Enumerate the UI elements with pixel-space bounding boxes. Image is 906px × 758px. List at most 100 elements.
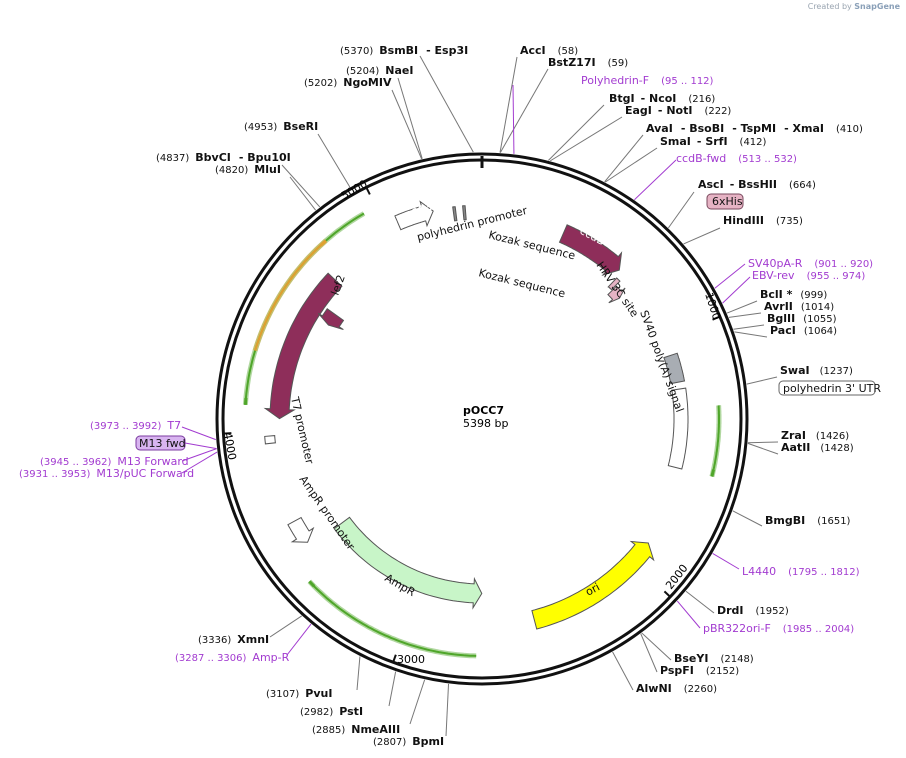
leader-line-23 [641,632,672,661]
svg-text:(4820)MluI: (4820)MluI [215,163,281,176]
svg-text:(5204)NaeI: (5204)NaeI [346,64,413,77]
bseyi-pos: (2148) [720,654,753,665]
svg-text:BseYI(2148): BseYI(2148) [674,652,754,665]
svg-text:BglII(1055): BglII(1055) [767,312,837,325]
leader-line-15 [728,312,762,318]
bpmi-label: BpmI [412,735,444,748]
svg-text:BclI *(999): BclI *(999) [760,288,827,301]
label-ori: ori [583,580,602,598]
svg-text:BmgBI(1651): BmgBI (1651) [765,514,851,527]
xmai-label: XmaI [793,122,824,135]
avrii-pos: (1014) [801,302,834,313]
l4440-label: L4440 [742,565,776,578]
svg-text:(4953)BseRI: (4953)BseRI [244,120,318,133]
ncoi-label: NcoI [649,92,676,105]
svg-text:(3973 .. 3992)T7: (3973 .. 3992)T7 [90,419,181,432]
leader-line-12 [668,191,695,229]
asci-pos: (664) [789,180,816,191]
hindiii-pos: (735) [776,216,803,227]
ring-tick-3000 [392,654,397,663]
leader-line-18 [746,376,778,385]
feature-polyhedrin-3-utr-6 [667,387,689,470]
paci-pos: (1064) [804,326,837,337]
svg-text:(5202)NgoMIV: (5202) NgoMIV [304,76,392,89]
plasmid-size: 5398 bp [463,417,508,430]
pspfi-label: PspFI [660,664,694,677]
leader-line-35 [712,553,740,570]
orf-line-2 [308,580,477,657]
leader-line-31 [512,84,515,154]
leader-line-17 [734,331,768,338]
leader-line-21 [732,510,763,527]
drdi-pos: (1952) [756,606,789,617]
leader-line-34 [722,276,751,304]
svg-text:SwaI(1237): SwaI(1237) [780,364,853,377]
svg-text:(2885)NmeAIII: (2885)NmeAIII [312,723,400,736]
svg-text:PacI(1064): PacI (1064) [770,324,837,337]
leader-line-28 [388,671,397,707]
plasmid-backbone [215,152,749,686]
credit-line: Created by SnapGene [808,2,900,11]
svg-text:BstZ17I(59): BstZ17I(59) [548,56,628,69]
credit-prefix: Created by [807,2,852,11]
svg-text:ZraI(1426): ZraI(1426) [781,429,849,442]
leader-line-38 [181,426,216,441]
m13-puc-forward-pos: (3931 .. 3953) [19,469,91,480]
svg-text:(4837)BbvCI- Bpu10I: (4837)BbvCI- Bpu10I [156,151,291,164]
leader-line-3 [317,133,351,188]
ebv-rev-label: EBV-rev [752,269,795,282]
ebv-rev-pos: (955 .. 974) [807,271,866,282]
leader-line-14 [726,300,758,314]
leader-line-5 [289,176,317,211]
label-t7-promoter: T7 promoter [288,395,316,466]
paci-label: PacI [770,324,796,337]
esp3i-label: Esp3I [435,44,469,57]
m13fwd-box [135,435,186,451]
avai-pos: (410) [836,124,863,135]
xmni-pos: (3336) [198,635,231,646]
amp-r-pos: (3287 .. 3306) [175,653,247,664]
asci-label: AscI [698,178,724,191]
bsobi-label: BsoBI [689,122,724,135]
leader-line-6 [499,56,518,153]
leader-line-9 [549,116,623,162]
tick-label-5000: 5000 [339,177,370,202]
svg-text:HindIII(735): HindIII (735) [723,214,803,227]
bmgbi-label: BmgBI [765,514,805,527]
psti-pos: (2982) [300,707,333,718]
amp-r-label: Amp-R [252,651,289,664]
leader-line-39 [184,442,217,450]
feature-kozak-sequence-12 [452,206,458,222]
feature-layer [263,200,689,630]
feature-ampr-8 [333,516,483,610]
tick-label-3000: 3000 [397,653,425,666]
plasmid-name: pOCC7 [463,404,504,417]
bcli-pos: (999) [800,290,827,301]
hindiii-label: HindIII [723,214,764,227]
ngomiv-label: NgoMIV [343,76,392,89]
avai-label: AvaI [646,122,673,135]
leader-line-36 [676,600,701,629]
naei-label: NaeI [385,64,413,77]
leader-line-0 [419,55,474,153]
label-kozak-2: Kozak sequence [477,266,567,300]
srfi-label: SrfI [705,135,727,148]
bmgbi-pos: (1651) [817,516,850,527]
svg-text:(2982)PstI: (2982)PstI [300,705,363,718]
svg-text:(3945 .. 3962)M13 Forward: (3945 .. 3962)M13 Forward [40,455,189,468]
aatii-label: AatII [781,441,810,454]
t7-label: T7 [166,419,181,432]
pbr322ori-f-label: pBR322ori-F [703,622,771,635]
tspmi-label: TspMI [741,122,777,135]
svg-text:PspFI(2152): PspFI(2152) [660,664,739,677]
m13-forward-label: M13 Forward [117,455,188,468]
leader-line-13 [683,227,721,245]
leader-line-40 [181,448,217,462]
eagi-label: EagI [625,104,652,117]
orf-arrow-0 [243,397,248,405]
leader-line-10 [604,134,644,183]
leader-line-32 [634,159,677,201]
svg-text:Polyhedrin-F(95 .. 112): Polyhedrin-F(95 .. 112) [581,74,714,87]
ngomiv-pos: (5202) [304,78,337,89]
snapgene-brand: SnapGene [854,2,900,11]
